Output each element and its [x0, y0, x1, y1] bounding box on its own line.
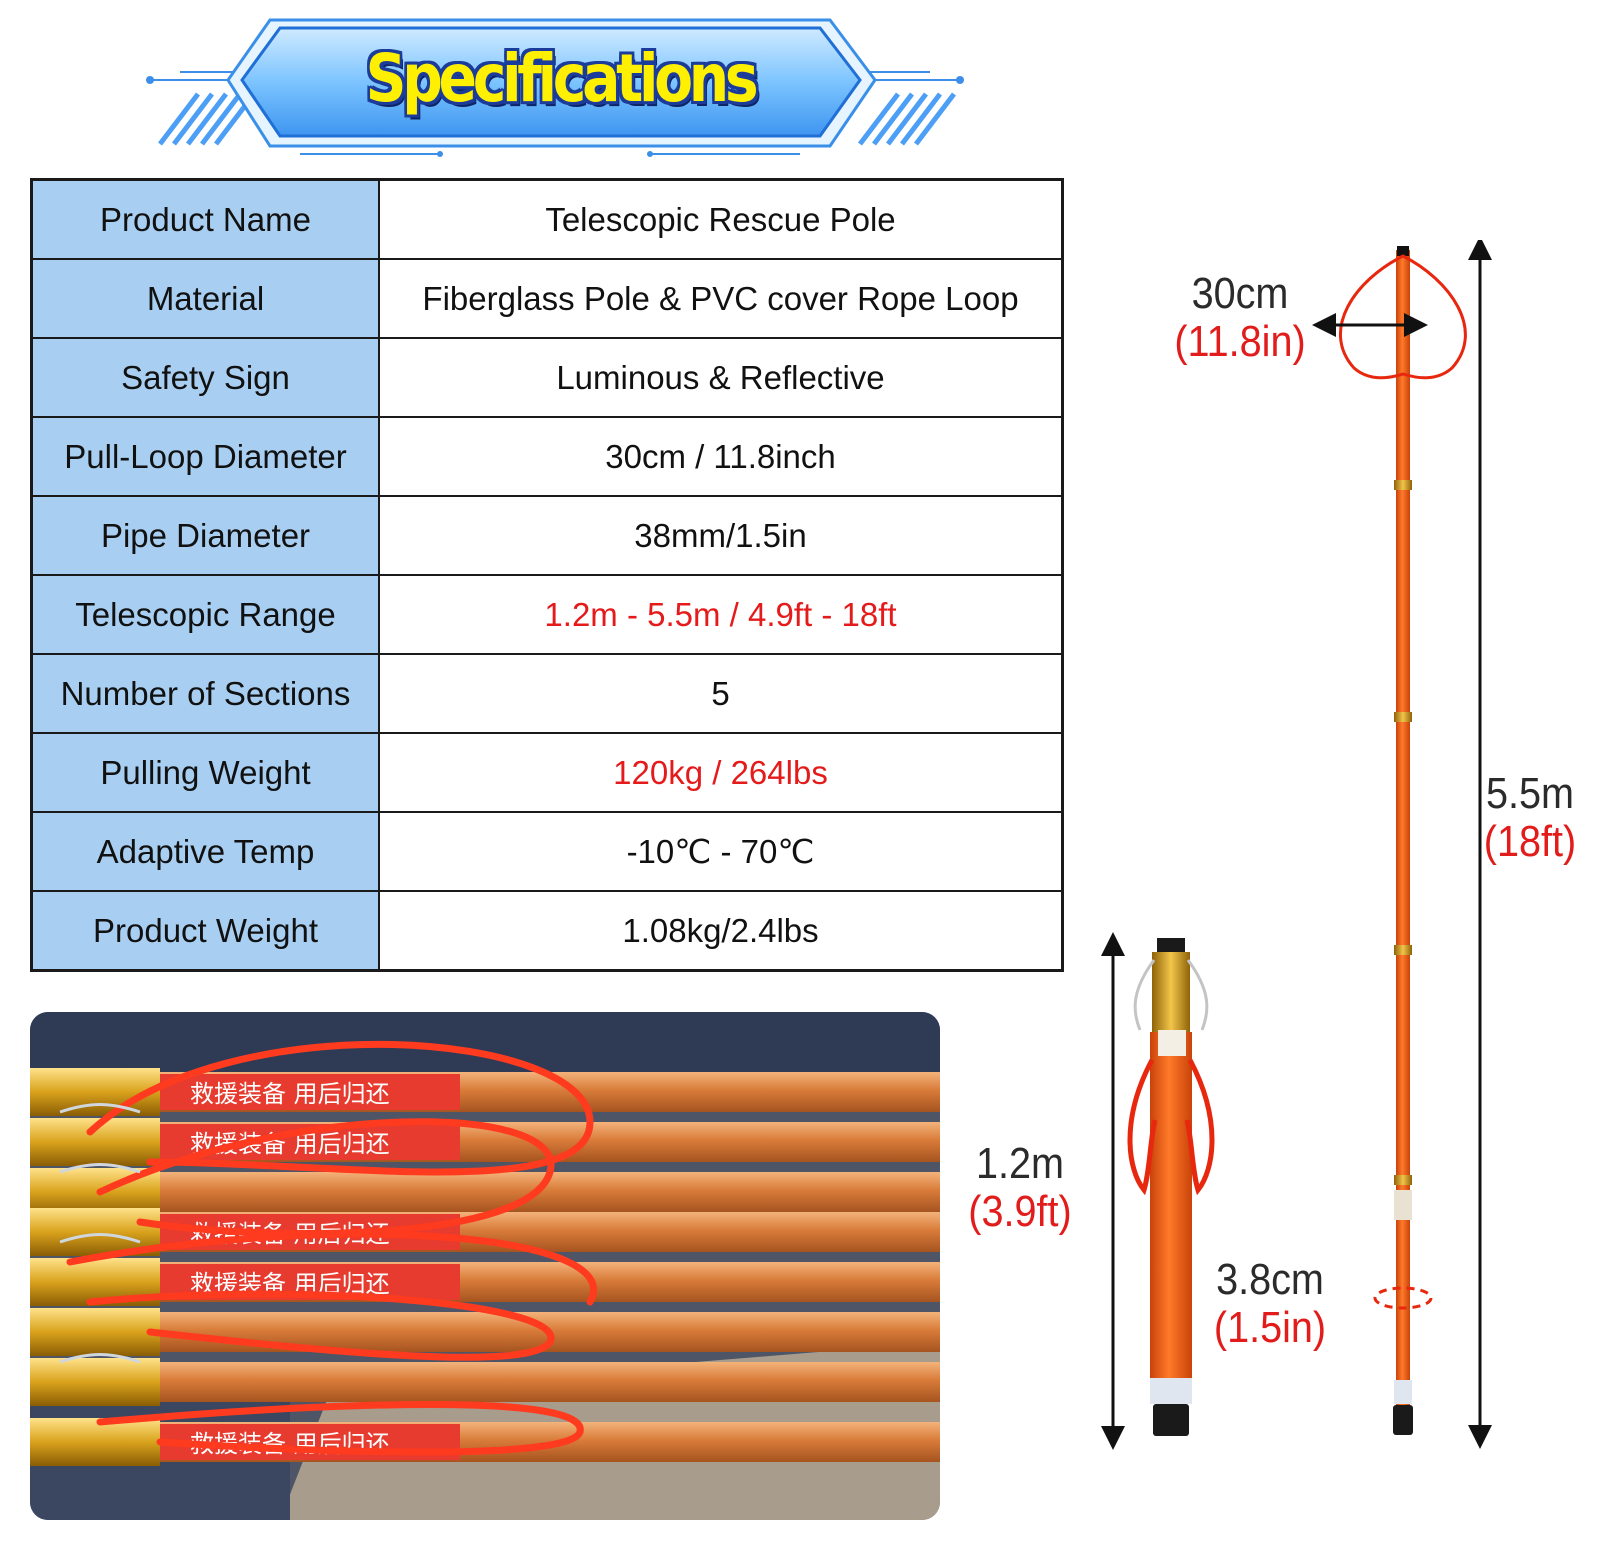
extended-length-label: 5.5m (18ft): [1472, 770, 1589, 865]
photo-pole-cap: [30, 1358, 160, 1406]
spec-value: Luminous & Reflective: [378, 337, 1064, 418]
banner-frame: [146, 18, 964, 157]
extended-length-metric: 5.5m: [1485, 769, 1575, 818]
photo-pole-label-text: 救援装备 用后归还: [190, 1080, 390, 1108]
photo-pole-cap: [30, 1068, 160, 1116]
photo-pole: [30, 1172, 940, 1212]
specifications-banner: Specifications: [140, 14, 980, 164]
pole-diagram-graphic: [1101, 236, 1492, 1450]
spec-label: Telescopic Range: [30, 574, 380, 655]
spec-value: -10℃ - 70℃: [378, 811, 1064, 892]
spec-value: Fiberglass Pole & PVC cover Rope Loop: [378, 258, 1064, 339]
spec-value: 5: [378, 653, 1064, 734]
collapsed-length-label: 1.2m (3.9ft): [966, 1140, 1074, 1235]
collapsed-length-imperial: (3.9ft): [968, 1186, 1072, 1236]
pipe-diameter-metric: 3.8cm: [1216, 1255, 1324, 1304]
loop-diameter-metric: 30cm: [1191, 269, 1289, 318]
spec-label: Adaptive Temp: [30, 811, 380, 892]
product-photo: 救援装备 用后归还救援装备 用后归还救援装备 用后归还救援装备 用后归还救援装备…: [30, 1012, 940, 1520]
photo-pole: [30, 1362, 940, 1402]
spec-value: Telescopic Rescue Pole: [378, 178, 1064, 260]
photo-pole-cap: [30, 1418, 160, 1466]
spec-label: Number of Sections: [30, 653, 380, 734]
spec-label: Product Weight: [30, 890, 380, 972]
spec-row: Adaptive Temp-10℃ - 70℃: [30, 811, 1064, 892]
spec-value: 1.08kg/2.4lbs: [378, 890, 1064, 972]
dimension-diagram: 30cm (11.8in) 5.5m (18ft) 1.2m (3.9ft) 3…: [960, 236, 1600, 1480]
spec-label: Pulling Weight: [30, 732, 380, 813]
collapsed-pole: [1127, 938, 1215, 1436]
pipe-diameter-imperial: (1.5in): [1213, 1302, 1327, 1352]
spec-label: Material: [30, 258, 380, 339]
extended-pole: [1312, 246, 1467, 1435]
photo-pole-cap: [30, 1308, 160, 1356]
banner-title: Specifications: [365, 40, 759, 117]
spec-value: 1.2m - 5.5m / 4.9ft - 18ft: [378, 574, 1064, 655]
photo-pole-label: [160, 1074, 460, 1110]
spec-value: 38mm/1.5in: [378, 495, 1064, 576]
spec-label: Product Name: [30, 178, 380, 260]
pipe-diameter-label: 3.8cm (1.5in): [1207, 1256, 1333, 1351]
loop-diameter-label: 30cm (11.8in): [1168, 270, 1312, 365]
spec-label: Pipe Diameter: [30, 495, 380, 576]
collapsed-length-metric: 1.2m: [975, 1139, 1065, 1188]
spec-value: 120kg / 264lbs: [378, 732, 1064, 813]
spec-label: Safety Sign: [30, 337, 380, 418]
spec-label: Pull-Loop Diameter: [30, 416, 380, 497]
extended-length-imperial: (18ft): [1483, 816, 1577, 866]
loop-diameter-imperial: (11.8in): [1174, 316, 1306, 366]
spec-value: 30cm / 11.8inch: [378, 416, 1064, 497]
